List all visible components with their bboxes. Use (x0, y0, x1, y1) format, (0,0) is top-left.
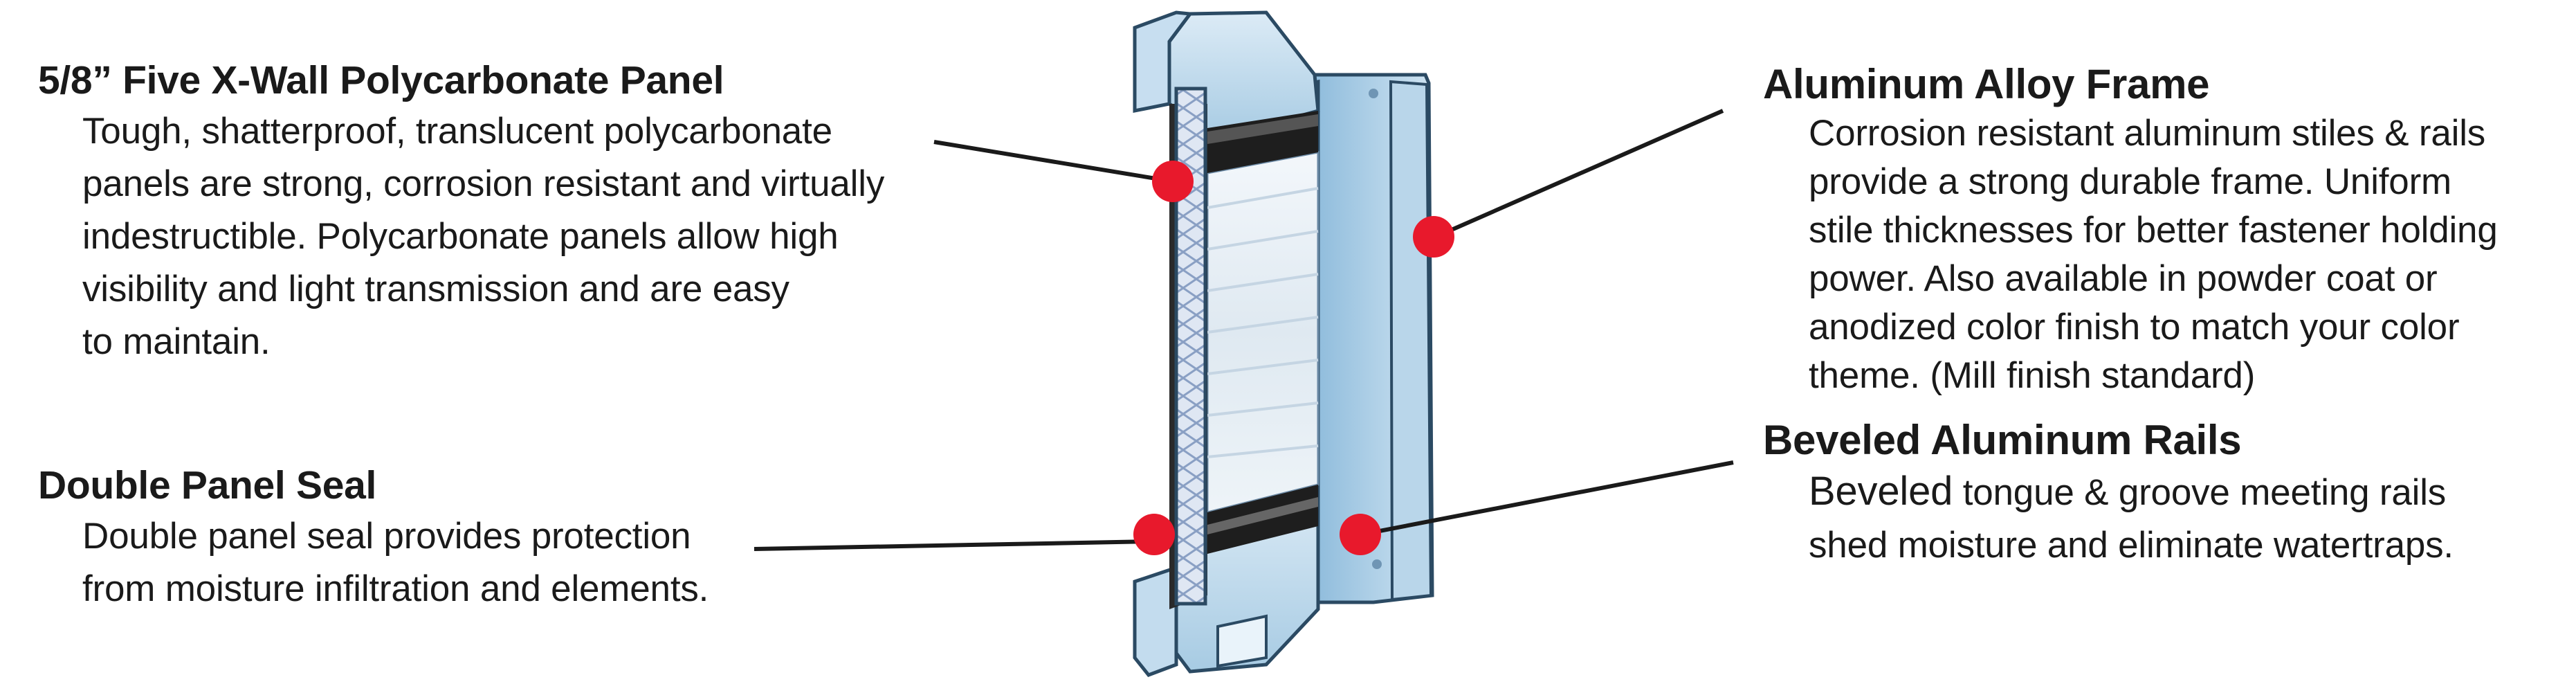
callout-text-rest: tongue & groove meeting rails (1953, 472, 2447, 513)
callout-emphasis-word: Beveled (1809, 469, 1953, 514)
marker-rails (1340, 514, 1381, 555)
callout-text-line: Double panel seal provides protection (82, 516, 691, 557)
leader-frame (1434, 109, 1724, 239)
callout-text-line: Beveled tongue & groove meeting rails (1809, 465, 2454, 519)
callout-text-line: theme. (Mill finish standard) (1809, 355, 2256, 396)
callout-title: 5/8” Five X-Wall Polycarbonate Panel (38, 58, 724, 102)
marker-seal (1133, 514, 1175, 555)
marker-frame (1413, 216, 1454, 258)
callout-text-line: provide a strong durable frame. Uniform (1809, 161, 2451, 202)
leader-rails (1361, 460, 1734, 537)
callout-text-line: visibility and light transmission and ar… (82, 269, 789, 309)
callout-text-line: panels are strong, corrosion resistant a… (82, 163, 885, 204)
callout-text-line: shed moisture and eliminate watertraps. (1809, 525, 2454, 566)
callout-aluminum-alloy-frame: Aluminum Alloy Frame Corrosion resistant… (1763, 60, 2498, 400)
panel-ribs (1207, 187, 1319, 458)
callout-text-line: to maintain. (82, 321, 271, 362)
callout-title: Beveled Aluminum Rails (1763, 417, 2242, 463)
callout-text-line: indestructible. Polycarbonate panels all… (82, 216, 839, 257)
callout-text-line: from moisture infiltration and elements. (82, 568, 709, 609)
callout-title: Double Panel Seal (38, 463, 377, 507)
callout-text-line: Corrosion resistant aluminum stiles & ra… (1809, 113, 2486, 154)
marker-panel (1152, 161, 1194, 202)
translucent-panel-view (1206, 151, 1319, 514)
callout-text-line: power. Also available in powder coat or (1809, 258, 2438, 299)
leader-panel (933, 140, 1173, 183)
callout-text-line: Tough, shatterproof, translucent polycar… (82, 111, 832, 152)
callout-markers (1133, 161, 1454, 555)
leader-lines (753, 109, 1734, 551)
leader-seal (753, 539, 1155, 551)
callout-double-panel-seal: Double Panel Seal Double panel seal prov… (38, 460, 709, 615)
callout-text-line: anodized color finish to match your colo… (1809, 307, 2460, 348)
callout-text-line: stile thicknesses for better fastener ho… (1809, 210, 2498, 251)
callout-title: Aluminum Alloy Frame (1763, 61, 2210, 107)
callout-beveled-aluminum-rails: Beveled Aluminum Rails Beveled tongue & … (1763, 415, 2454, 572)
callout-polycarbonate-panel: 5/8” Five X-Wall Polycarbonate Panel Tou… (38, 55, 884, 368)
